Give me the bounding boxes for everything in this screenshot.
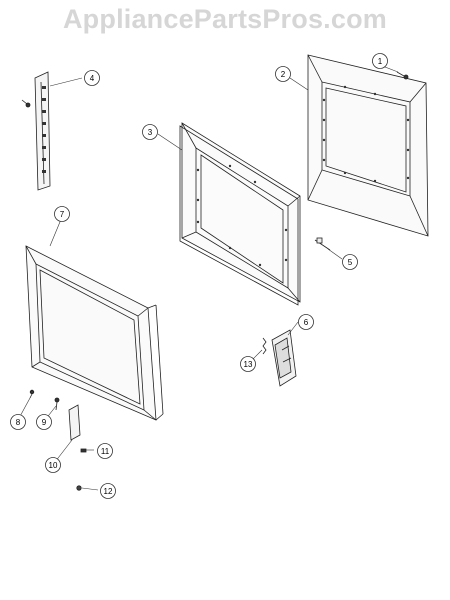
- part-11-screw: [80, 448, 87, 453]
- part-8-screw: [29, 389, 35, 399]
- callout-10-label: 10: [49, 461, 58, 470]
- callouts: 1 2 3 4 5 6 7 8: [10, 53, 388, 499]
- callout-10: 10: [45, 457, 61, 473]
- callout-8-label: 8: [16, 418, 21, 427]
- part-13-spring: [262, 337, 267, 355]
- part-1-screw: [396, 71, 409, 80]
- callout-1: 1: [372, 53, 388, 69]
- callout-8: 8: [10, 414, 26, 430]
- part-10-handle: [68, 404, 81, 441]
- part-6-latch: [271, 329, 297, 387]
- part-9-screw: [54, 397, 60, 411]
- part-5-pin: [314, 237, 331, 251]
- callout-6-label: 6: [304, 318, 309, 327]
- part-4-hinge-bracket: [34, 71, 51, 191]
- callout-7: 7: [54, 206, 70, 222]
- callout-2-label: 2: [281, 70, 286, 79]
- part-3-inner-frame: [179, 122, 301, 306]
- callout-3-label: 3: [148, 128, 153, 137]
- callout-13-label: 13: [244, 360, 253, 369]
- callout-7-label: 7: [60, 210, 65, 219]
- callout-11-label: 11: [101, 447, 110, 456]
- callout-13: 13: [240, 356, 256, 372]
- callout-6: 6: [298, 314, 314, 330]
- callout-11: 11: [97, 443, 113, 459]
- callout-1-label: 1: [378, 57, 383, 66]
- callout-2: 2: [275, 66, 291, 82]
- callout-4-label: 4: [90, 74, 95, 83]
- callout-5: 5: [342, 254, 358, 270]
- callout-9: 9: [36, 414, 52, 430]
- part-12-nut: [76, 485, 82, 491]
- callout-12: 12: [100, 483, 116, 499]
- hinge-screw: [21, 99, 31, 108]
- leader-lines: [17, 61, 399, 491]
- callout-9-label: 9: [42, 418, 47, 427]
- callout-4: 4: [84, 70, 100, 86]
- callout-5-label: 5: [348, 258, 353, 267]
- part-2-outer-door-panel: [307, 54, 429, 237]
- part-7-outer-door: [25, 245, 164, 421]
- callout-3: 3: [142, 124, 158, 140]
- callout-12-label: 12: [104, 487, 113, 496]
- watermark-logo: AppliancePartsPros.com: [62, 4, 387, 34]
